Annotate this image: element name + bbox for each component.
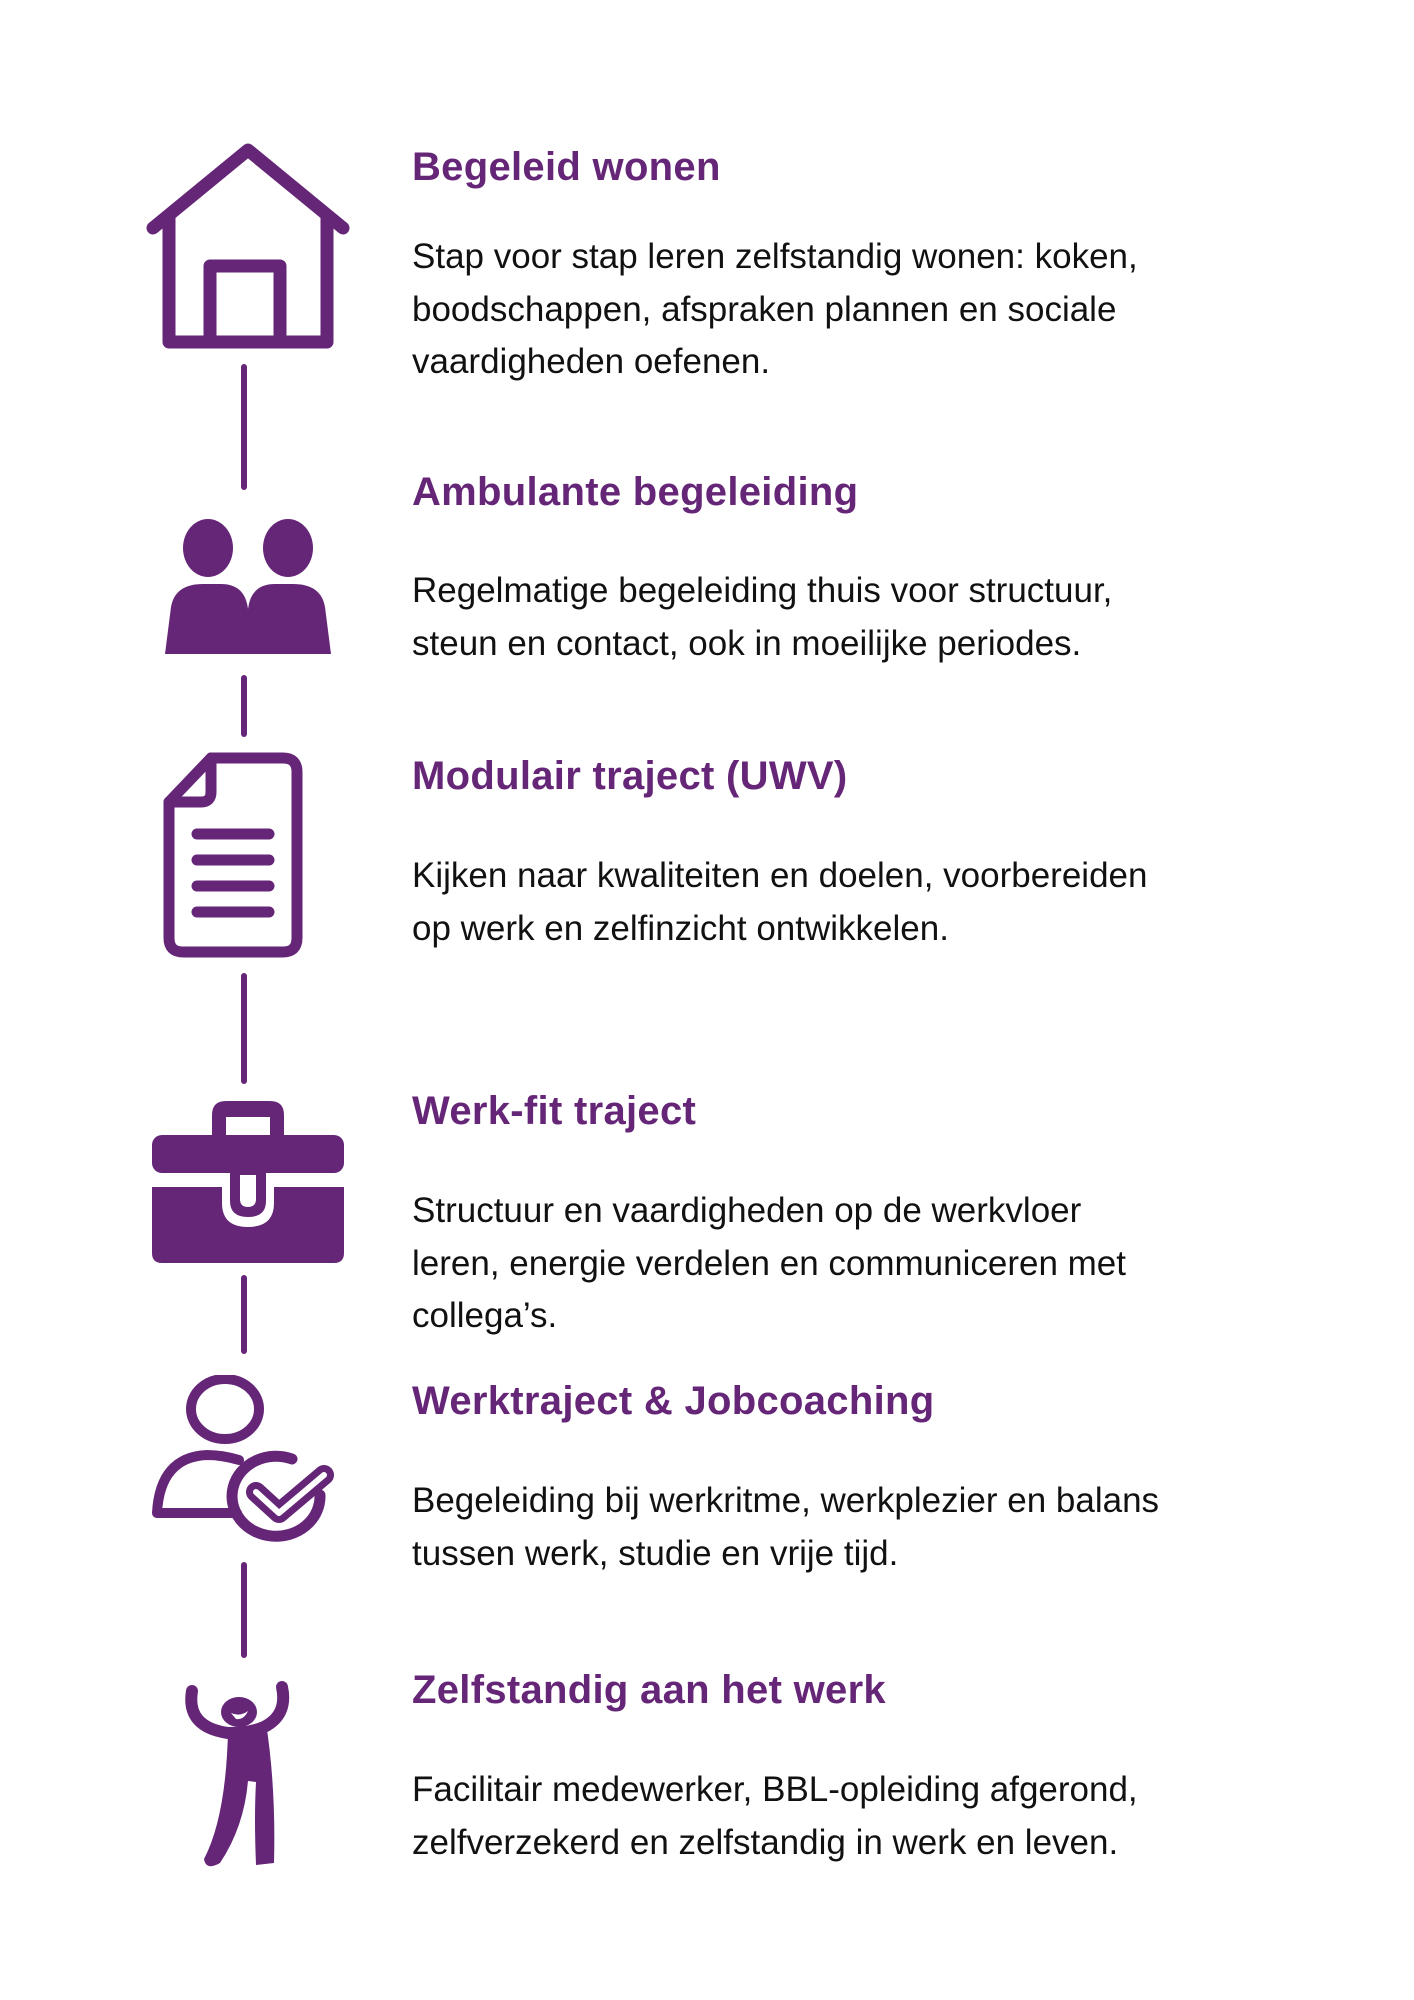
step-description-line: Stap voor stap leren zelfstandig wonen: …	[412, 237, 1138, 276]
step-description-line: boodschappen, afspraken plannen en socia…	[412, 289, 1117, 329]
timeline-connector	[241, 364, 247, 490]
people-icon	[163, 517, 333, 654]
timeline-connector	[241, 973, 247, 1084]
step-zelfstandig-aan-het-werk: Zelfstandig aan het werk Facilitair mede…	[412, 1666, 1312, 1869]
step-description-line: leren, energie verdelen en communiceren …	[412, 1243, 1126, 1283]
cheering-person-icon	[184, 1667, 292, 1873]
step-description-line: collega’s.	[412, 1296, 558, 1335]
step-title: Werktraject & Jobcoaching	[412, 1379, 935, 1423]
step-werktraject-jobcoaching: Werktraject & Jobcoaching Begeleiding bi…	[412, 1377, 1312, 1580]
step-description-line: Structuur en vaardigheden op de werkvloe…	[412, 1191, 1082, 1230]
step-description-line: Facilitair medewerker, BBL-opleiding afg…	[412, 1770, 1138, 1809]
step-description-line: steun en contact, ook in moeilijke perio…	[412, 623, 1082, 663]
step-title: Begeleid wonen	[412, 145, 721, 189]
step-modulair-traject: Modulair traject (UWV) Kijken naar kwali…	[412, 752, 1312, 955]
document-icon	[163, 752, 303, 958]
timeline-connector	[241, 1562, 247, 1658]
step-ambulante-begeleiding: Ambulante begeleiding Regelmatige begele…	[412, 468, 1312, 670]
step-title: Ambulante begeleiding	[412, 470, 859, 514]
step-description-line: vaardigheden oefenen.	[412, 342, 771, 381]
briefcase-icon	[152, 1095, 344, 1263]
timeline-connector	[241, 1275, 247, 1354]
step-description-line: tussen werk, studie en vrije tijd.	[412, 1533, 899, 1573]
step-title: Zelfstandig aan het werk	[412, 1668, 886, 1712]
step-description-line: Regelmatige begeleiding thuis voor struc…	[412, 571, 1113, 610]
step-werk-fit-traject: Werk-fit traject Structuur en vaardighed…	[412, 1087, 1312, 1343]
step-begeleid-wonen: Begeleid wonen Stap voor stap leren zelf…	[412, 143, 1312, 389]
step-title: Werk-fit traject	[412, 1089, 697, 1133]
step-description-line: zelfverzekerd en zelfstandig in werk en …	[412, 1822, 1119, 1862]
timeline-connector	[241, 675, 247, 737]
step-description-line: Kijken naar kwaliteiten en doelen, voorb…	[412, 856, 1148, 895]
step-description-line: Begeleiding bij werkritme, werkplezier e…	[412, 1481, 1160, 1520]
step-title: Modulair traject (UWV)	[412, 754, 848, 798]
house-icon	[145, 142, 351, 350]
step-description-line: op werk en zelfinzicht ontwikkelen.	[412, 908, 949, 948]
person-check-icon	[152, 1375, 344, 1555]
